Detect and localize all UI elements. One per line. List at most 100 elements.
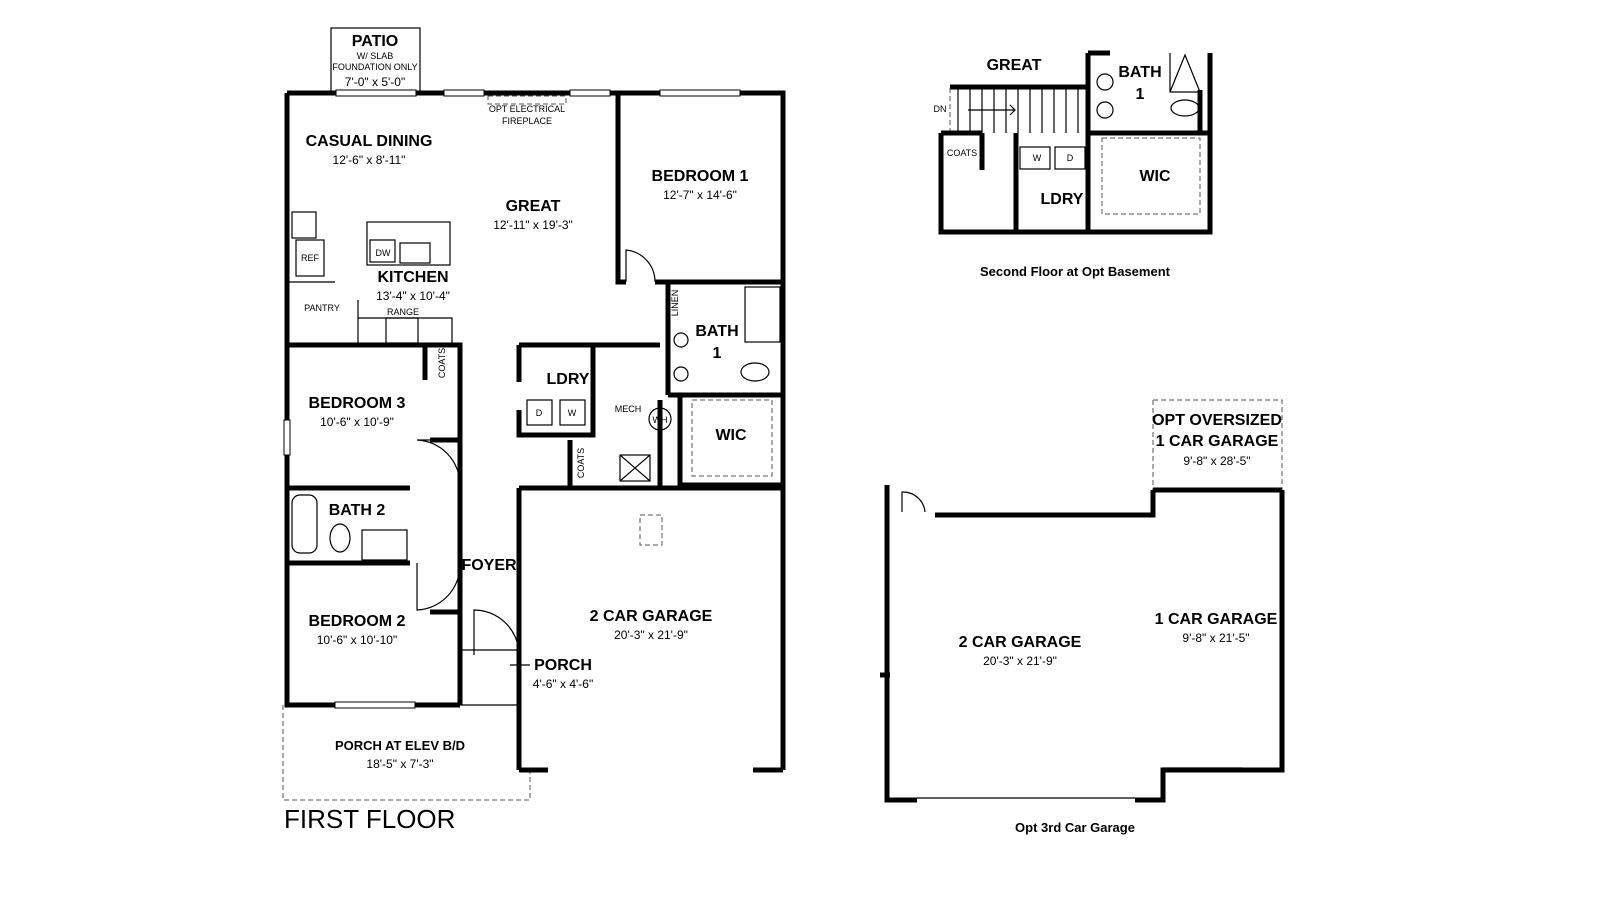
porch-dims: 4'-6" x 4'-6"	[533, 677, 593, 691]
range	[385, 317, 419, 344]
third-garage-caption: Opt 3rd Car Garage	[1015, 820, 1135, 835]
sf-great-label: GREAT	[987, 57, 1042, 74]
second-floor-caption: Second Floor at Opt Basement	[980, 264, 1171, 279]
window	[443, 89, 485, 97]
casual-dining-dims: 12'-6" x 8'-11"	[333, 153, 406, 167]
washer	[1019, 146, 1051, 170]
front-door	[473, 609, 520, 656]
porch-elev-outline	[282, 705, 531, 801]
dishwasher	[369, 239, 396, 263]
second-floor-plan: GREAT DN BATH 1 COATS W D LDRY WIC Secon…	[934, 50, 1213, 279]
mech-label: MECH	[615, 404, 642, 414]
bedroom-walls	[287, 342, 463, 705]
dn-label: DN	[934, 104, 947, 114]
window	[334, 701, 416, 709]
fireplace-label: OPT ELECTRICAL	[489, 104, 565, 114]
bedroom2-dims: 10'-6" x 10'-10"	[317, 633, 397, 647]
sf-bath1-label: 1	[1136, 86, 1145, 103]
coats-label: COATS	[437, 348, 447, 378]
patio-note: FOUNDATION ONLY	[332, 62, 417, 72]
bath-wic-wall	[519, 282, 783, 491]
sink	[1096, 73, 1114, 91]
vanity	[361, 529, 408, 561]
shower	[744, 286, 781, 343]
garage-door	[917, 767, 1243, 799]
sf-washer-label: W	[1033, 153, 1042, 163]
third-garage-wall	[884, 485, 1285, 803]
first-floor-title: FIRST FLOOR	[284, 804, 455, 834]
patio-dims: 7'-0" x 5'-0"	[345, 75, 405, 89]
first-floor-plan: PATIO W/ SLAB FOUNDATION ONLY 7'-0" x 5'…	[282, 27, 786, 834]
bedroom3-dims: 10'-6" x 10'-9"	[320, 415, 394, 429]
foyer-label: FOYER	[461, 557, 517, 574]
toilet	[740, 362, 770, 382]
fireplace-outline	[487, 95, 567, 105]
bedroom1-label: BEDROOM 1	[652, 168, 749, 185]
mech-hatch-x	[619, 454, 651, 482]
kitchen-sink	[399, 242, 431, 264]
wic-shelving	[691, 399, 773, 477]
laundry-label: LDRY	[547, 371, 590, 388]
water-heater-label: WH	[653, 415, 668, 425]
garage-wall	[516, 440, 573, 770]
bath1-label: 1	[713, 345, 722, 362]
bedroom1-door	[625, 249, 656, 283]
sf-dryer-label: D	[1067, 153, 1074, 163]
bath2-label: BATH 2	[329, 502, 386, 519]
garage-label: 2 CAR GARAGE	[590, 608, 713, 625]
bedroom1-wall	[615, 93, 783, 285]
third-garage-plan: OPT OVERSIZED 1 CAR GARAGE 9'-8" x 28'-5…	[880, 399, 1285, 835]
shower	[1169, 53, 1201, 93]
sink	[1096, 101, 1114, 119]
casual-dining-label: CASUAL DINING	[306, 133, 433, 150]
oversized-garage-label: 1 CAR GARAGE	[1156, 433, 1279, 450]
ref-label: REF	[301, 253, 320, 263]
sliding-door	[335, 89, 417, 97]
porch-outline	[460, 649, 519, 706]
window	[569, 89, 611, 97]
oversized-garage-label: OPT OVERSIZED	[1152, 412, 1282, 429]
patio-label: PATIO	[352, 33, 399, 50]
bathtub	[291, 494, 318, 554]
toilet	[1170, 99, 1200, 117]
sf-wic-label: WIC	[1139, 168, 1171, 185]
porch-elev-dims: 18'-5" x 7'-3"	[366, 757, 433, 771]
window	[283, 419, 291, 456]
second-floor-wall	[950, 50, 1213, 136]
third-1car-label: 1 CAR GARAGE	[1155, 611, 1278, 628]
great-room-label: GREAT	[506, 198, 561, 215]
wic-shelving	[1101, 137, 1201, 215]
dryer	[1054, 146, 1086, 170]
porch-label: PORCH	[534, 657, 592, 674]
pantry-label: PANTRY	[304, 303, 340, 313]
laundry-wall	[516, 342, 663, 488]
kitchen-dims: 13'-4" x 10'-4"	[376, 289, 450, 303]
third-2car-label: 2 CAR GARAGE	[959, 634, 1082, 651]
window	[659, 89, 741, 97]
oversized-garage-outline	[1152, 399, 1283, 490]
mech-hatch	[619, 454, 651, 482]
water-heater	[648, 407, 672, 431]
great-room-dims: 12'-11" x 19'-3"	[493, 218, 573, 232]
counter	[291, 211, 317, 239]
bath1-label: BATH	[695, 323, 738, 340]
garage-attic-hatch	[639, 514, 663, 546]
dryer	[526, 399, 553, 426]
washer	[559, 399, 586, 426]
linen-label: LINEN	[670, 290, 680, 317]
kitchen-label: KITCHEN	[377, 269, 448, 286]
oversized-garage-dims: 9'-8" x 28'-5"	[1183, 454, 1250, 468]
stair-arrow	[968, 104, 1016, 116]
coats-label: COATS	[576, 448, 586, 478]
toilet	[329, 523, 351, 553]
garage-entry-door	[901, 491, 926, 513]
bedroom3-label: BEDROOM 3	[309, 395, 406, 412]
second-floor-interior-wall	[938, 130, 1213, 235]
sf-laundry-label: LDRY	[1041, 191, 1084, 208]
third-2car-dims: 20'-3" x 21'-9"	[983, 654, 1057, 668]
sf-bath1-label: BATH	[1118, 64, 1161, 81]
wic-label: WIC	[715, 427, 747, 444]
bedroom3-door	[416, 439, 461, 486]
range-label: RANGE	[387, 307, 419, 317]
